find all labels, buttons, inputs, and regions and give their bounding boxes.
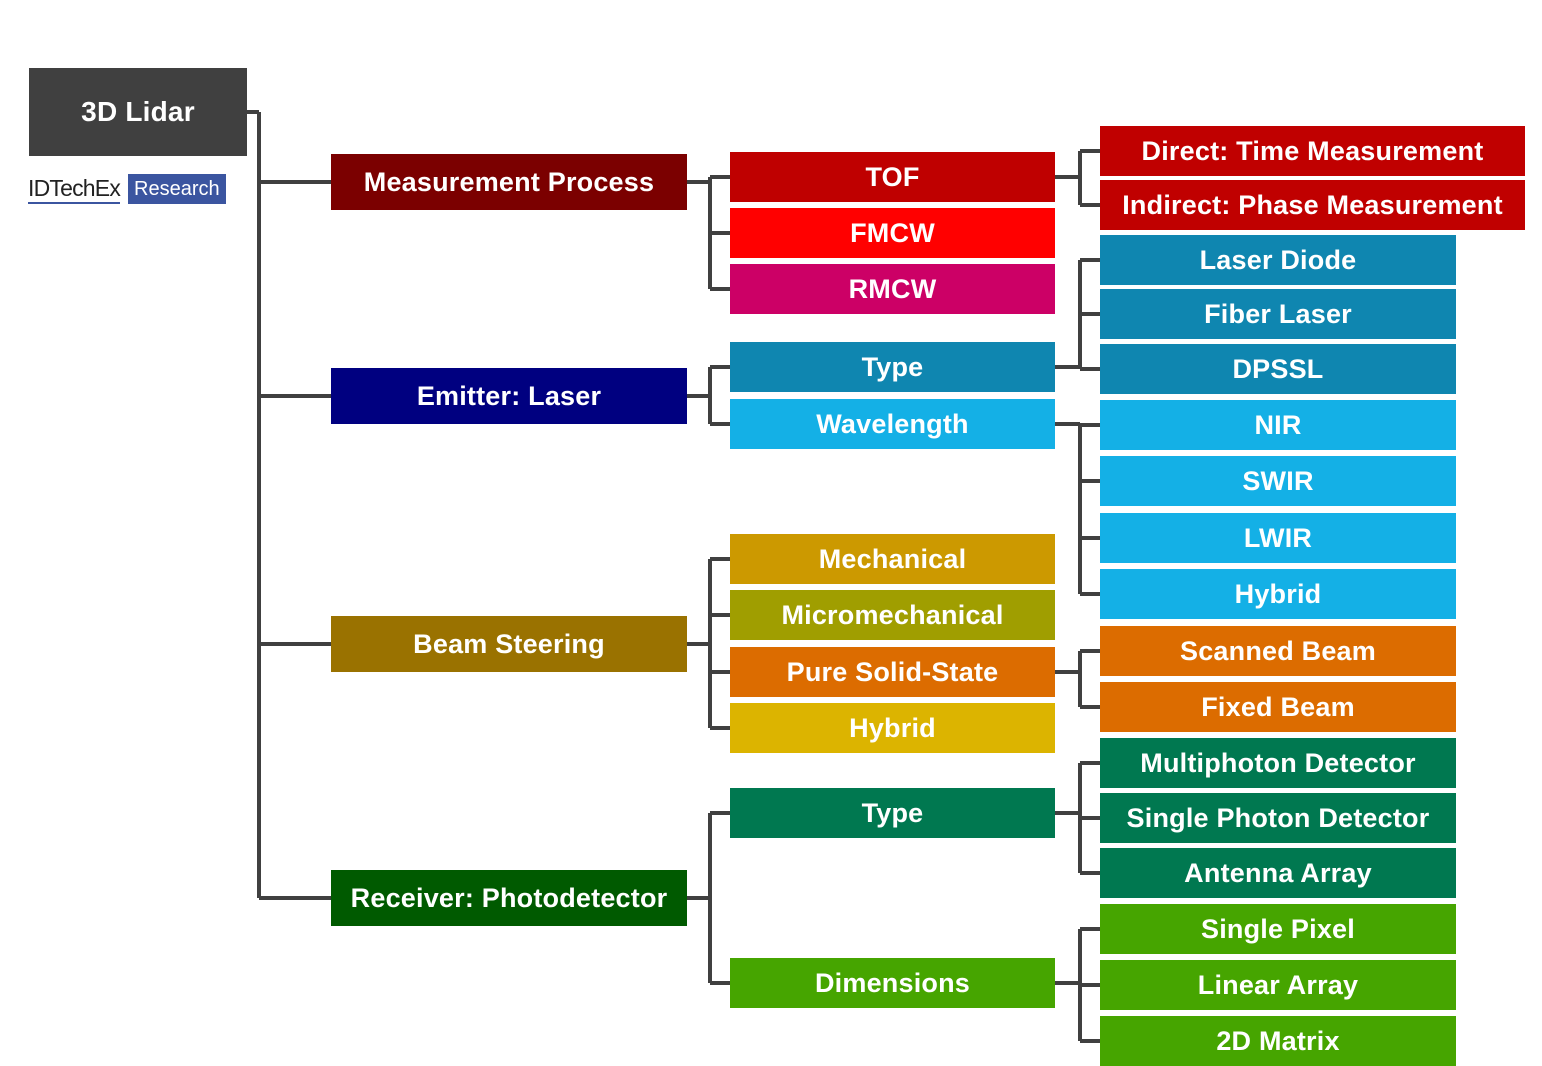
category-receiver-photodetector-dimensions: Dimensions <box>730 958 1055 1008</box>
category-emitter-laser-type: Type <box>730 342 1055 392</box>
category-emitter-laser-type-dpssl: DPSSL <box>1100 344 1456 394</box>
category-emitter-laser-wavelength-swir-label: SWIR <box>1242 465 1314 496</box>
category-receiver-photodetector: Receiver: Photodetector <box>331 870 687 926</box>
category-beam-steering-micromechanical-label: Micromechanical <box>781 599 1004 630</box>
category-emitter-laser-wavelength-label: Wavelength <box>816 408 969 439</box>
category-beam-steering-mechanical: Mechanical <box>730 534 1055 584</box>
category-emitter-laser-type-label: Type <box>861 351 924 382</box>
category-receiver-photodetector-dimensions-single-pixel: Single Pixel <box>1100 904 1456 954</box>
category-receiver-photodetector-type-label: Type <box>861 797 924 828</box>
category-receiver-photodetector-dimensions-linear-array: Linear Array <box>1100 960 1456 1010</box>
category-beam-steering-mechanical-label: Mechanical <box>818 543 967 574</box>
category-emitter-laser-wavelength-hybrid-label: Hybrid <box>1234 578 1322 609</box>
category-emitter-laser-type-dpssl-label: DPSSL <box>1232 353 1324 384</box>
category-emitter-laser-type-fiber-laser-label: Fiber Laser <box>1204 298 1352 329</box>
category-measurement-process-rmcw: RMCW <box>730 264 1055 314</box>
category-beam-steering-label: Beam Steering <box>413 628 605 659</box>
category-emitter-laser-wavelength-swir: SWIR <box>1100 456 1456 506</box>
category-measurement-process-tof-direct-time-measurement-label: Direct: Time Measurement <box>1141 135 1484 166</box>
category-measurement-process-fmcw: FMCW <box>730 208 1055 258</box>
category-receiver-photodetector-type-single-photon-detector: Single Photon Detector <box>1100 793 1456 843</box>
category-measurement-process-tof-label: TOF <box>865 161 920 192</box>
category-emitter-laser-type-fiber-laser: Fiber Laser <box>1100 289 1456 339</box>
category-emitter-laser-type-laser-diode: Laser Diode <box>1100 235 1456 285</box>
category-receiver-photodetector-dimensions-2d-matrix-label: 2D Matrix <box>1216 1025 1340 1056</box>
category-emitter-laser-wavelength-nir: NIR <box>1100 400 1456 450</box>
category-receiver-photodetector-type-single-photon-detector-label: Single Photon Detector <box>1126 802 1430 833</box>
category-receiver-photodetector-label: Receiver: Photodetector <box>350 882 668 913</box>
category-receiver-photodetector-type-antenna-array-label: Antenna Array <box>1184 857 1372 888</box>
category-receiver-photodetector-dimensions-2d-matrix: 2D Matrix <box>1100 1016 1456 1066</box>
category-beam-steering-micromechanical: Micromechanical <box>730 590 1055 640</box>
category-measurement-process: Measurement Process <box>331 154 687 210</box>
category-beam-steering-hybrid-label: Hybrid <box>849 712 936 743</box>
category-measurement-process-rmcw-label: RMCW <box>848 273 937 304</box>
category-beam-steering-pure-solid-state-scanned-beam: Scanned Beam <box>1100 626 1456 676</box>
category-measurement-process-tof-indirect-phase-measurement-label: Indirect: Phase Measurement <box>1122 189 1503 220</box>
category-beam-steering-pure-solid-state-fixed-beam: Fixed Beam <box>1100 682 1456 732</box>
logo-badge: Research <box>128 174 226 204</box>
category-receiver-photodetector-type-multiphoton-detector-label: Multiphoton Detector <box>1140 747 1416 778</box>
category-measurement-process-tof-indirect-phase-measurement: Indirect: Phase Measurement <box>1100 180 1525 230</box>
category-receiver-photodetector-dimensions-label: Dimensions <box>814 967 971 998</box>
idtechex-logo: IDTechEx Research <box>28 173 226 205</box>
category-receiver-photodetector-dimensions-single-pixel-label: Single Pixel <box>1201 913 1355 944</box>
logo-name: IDTechEx <box>28 175 121 204</box>
category-receiver-photodetector-type-multiphoton-detector: Multiphoton Detector <box>1100 738 1456 788</box>
category-emitter-laser-wavelength-lwir: LWIR <box>1100 513 1456 563</box>
category-beam-steering-pure-solid-state-fixed-beam-label: Fixed Beam <box>1201 691 1355 722</box>
category-emitter-laser-type-laser-diode-label: Laser Diode <box>1199 244 1357 275</box>
category-beam-steering-pure-solid-state-scanned-beam-label: Scanned Beam <box>1180 635 1376 666</box>
category-beam-steering: Beam Steering <box>331 616 687 672</box>
category-receiver-photodetector-dimensions-linear-array-label: Linear Array <box>1197 969 1359 1000</box>
category-beam-steering-pure-solid-state: Pure Solid-State <box>730 647 1055 697</box>
category-beam-steering-pure-solid-state-label: Pure Solid-State <box>786 656 999 687</box>
category-receiver-photodetector-type-antenna-array: Antenna Array <box>1100 848 1456 898</box>
root-node-3d-lidar: 3D Lidar <box>29 68 247 156</box>
category-measurement-process-fmcw-label: FMCW <box>850 217 935 248</box>
category-emitter-laser-wavelength: Wavelength <box>730 399 1055 449</box>
category-emitter-laser-wavelength-nir-label: NIR <box>1254 409 1302 440</box>
category-measurement-process-tof-direct-time-measurement: Direct: Time Measurement <box>1100 126 1525 176</box>
category-measurement-process-tof: TOF <box>730 152 1055 202</box>
category-emitter-laser: Emitter: Laser <box>331 368 687 424</box>
category-beam-steering-hybrid: Hybrid <box>730 703 1055 753</box>
category-emitter-laser-wavelength-lwir-label: LWIR <box>1243 522 1313 553</box>
category-measurement-process-label: Measurement Process <box>363 166 655 197</box>
category-receiver-photodetector-type: Type <box>730 788 1055 838</box>
category-emitter-laser-wavelength-hybrid: Hybrid <box>1100 569 1456 619</box>
root-label: 3D Lidar <box>81 96 195 127</box>
category-emitter-laser-label: Emitter: Laser <box>416 380 602 411</box>
